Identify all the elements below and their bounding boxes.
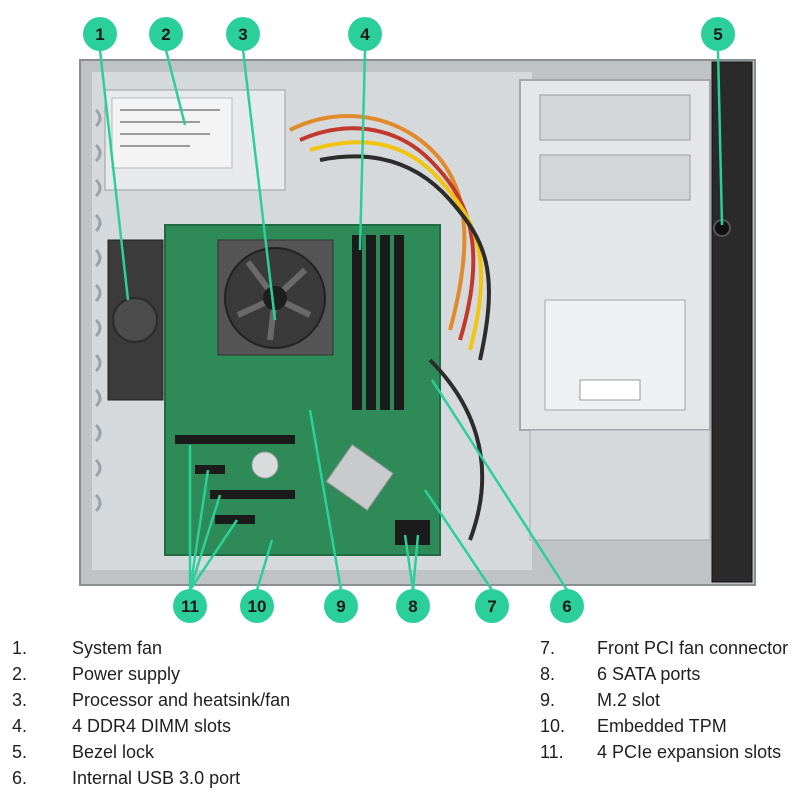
callout-9: 9 xyxy=(324,589,358,623)
legend-label: 6 SATA ports xyxy=(597,664,701,684)
svg-text:7: 7 xyxy=(487,597,496,616)
legend-number: 7. xyxy=(540,638,556,658)
svg-text:5: 5 xyxy=(713,25,722,44)
callout-2: 2 xyxy=(149,17,183,51)
callout-6: 6 xyxy=(550,589,584,623)
power-supply xyxy=(104,89,286,191)
svg-text:3: 3 xyxy=(238,25,247,44)
legend-label: Internal USB 3.0 port xyxy=(72,768,241,788)
legend-number: 4. xyxy=(12,716,28,736)
legend-label: 4 DDR4 DIMM slots xyxy=(72,716,232,736)
callout-1: 1 xyxy=(83,17,117,51)
svg-text:9: 9 xyxy=(336,597,345,616)
drive-cage xyxy=(519,79,711,541)
svg-text:2: 2 xyxy=(161,25,170,44)
svg-text:4: 4 xyxy=(360,25,370,44)
legend-label: Power supply xyxy=(72,664,181,684)
legend-number: 8. xyxy=(540,664,556,684)
server-internal-diagram: 1 2 3 4 5 6 7 8 9 10 11 xyxy=(79,17,756,623)
front-bezel xyxy=(711,61,753,583)
legend-number: 1. xyxy=(12,638,28,658)
legend-label: Processor and heatsink/fan xyxy=(72,690,291,710)
svg-text:10: 10 xyxy=(248,597,267,616)
legend-number: 10. xyxy=(540,716,566,736)
cable-bundle xyxy=(289,114,491,541)
svg-text:11: 11 xyxy=(181,597,199,616)
callout-7: 7 xyxy=(475,589,509,623)
system-fan xyxy=(107,239,164,401)
legend-number: 3. xyxy=(12,690,28,710)
callout-11: 11 xyxy=(173,589,207,623)
legend-label: System fan xyxy=(72,638,163,658)
svg-text:1: 1 xyxy=(95,25,104,44)
legend-label: Embedded TPM xyxy=(597,716,727,736)
callout-10: 10 xyxy=(240,589,274,623)
legend-label: Bezel lock xyxy=(72,742,155,762)
callout-4: 4 xyxy=(348,17,382,51)
legend-number: 9. xyxy=(540,690,556,710)
legend-label: 4 PCIe expansion slots xyxy=(597,742,782,762)
legend-label: Front PCI fan connector xyxy=(597,638,789,658)
svg-text:6: 6 xyxy=(562,597,571,616)
legend-label: M.2 slot xyxy=(597,690,661,710)
callout-8: 8 xyxy=(396,589,430,623)
processor-heatsink-fan xyxy=(217,239,334,356)
svg-text:8: 8 xyxy=(408,597,417,616)
legend-number: 6. xyxy=(12,768,28,788)
legend-number: 11. xyxy=(540,742,564,762)
legend-number: 2. xyxy=(12,664,28,684)
legend-number: 5. xyxy=(12,742,28,762)
component-legend: 1. System fan 2. Power supply 3. Processor … xyxy=(0,630,800,800)
callout-5: 5 xyxy=(701,17,735,51)
callout-3: 3 xyxy=(226,17,260,51)
leader-lines xyxy=(98,49,724,591)
